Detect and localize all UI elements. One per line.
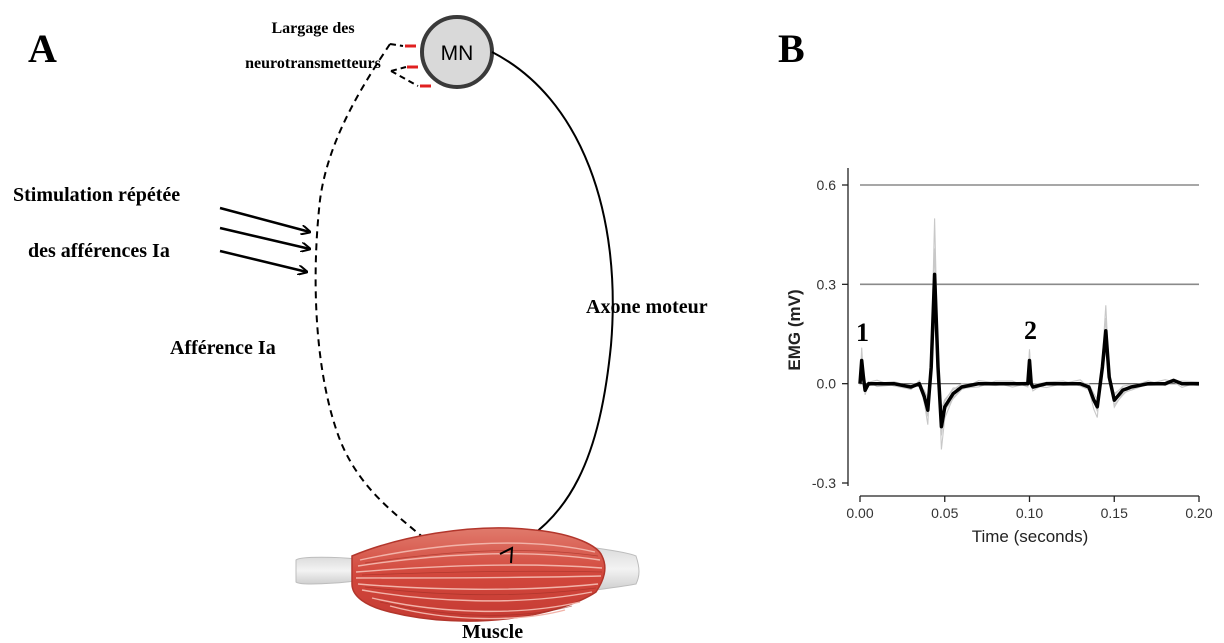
panel-a: A Largage des neurotransmetteurs MN St: [13, 15, 708, 643]
stim-arrow-icon: [219, 226, 310, 249]
x-tick-label: 0.00: [846, 505, 873, 521]
neuron-label: MN: [441, 42, 474, 65]
afferent-terminal: [389, 43, 419, 87]
neurotransmitter-marks: [405, 44, 431, 88]
panel-b: B 0.00 0.05 0.10 0.15 0.20 -0.3 0.0 0.3 0.6 Tim…: [778, 26, 1213, 546]
afferent-ia-fiber: [314, 43, 436, 549]
muscle-label: Muscle: [462, 621, 523, 643]
x-tick-label: 0.05: [931, 505, 958, 521]
stim-arrow-icon: [219, 249, 307, 272]
stim-label-line2: des afférences Ia: [28, 240, 170, 262]
y-tick-label: 0.0: [817, 376, 837, 392]
stim-label-line1: Stimulation répétée: [13, 184, 180, 206]
y-tick-label: 0.6: [817, 177, 837, 193]
emg-chart: 0.00 0.05 0.10 0.15 0.20 -0.3 0.0 0.3 0.6 Time …: [785, 168, 1213, 546]
panel-a-label: A: [28, 26, 57, 71]
annotation-1: 1: [856, 318, 869, 347]
stim-arrow-icon: [219, 206, 310, 232]
x-tick-label: 0.20: [1185, 505, 1212, 521]
x-ticks: 0.00 0.05 0.10 0.15 0.20: [846, 496, 1213, 521]
x-tick-label: 0.10: [1016, 505, 1043, 521]
emg-mean-trace: [858, 272, 1199, 429]
stimulation-arrows: [219, 206, 310, 272]
x-axis-label: Time (seconds): [972, 527, 1089, 546]
release-label-line1: Largage des: [271, 20, 354, 37]
release-label-line2: neurotransmetteurs: [245, 55, 381, 72]
muscle-illustration: [295, 527, 640, 622]
y-tick-label: 0.3: [817, 276, 837, 292]
annotation-2: 2: [1024, 316, 1037, 345]
motor-axon: [491, 51, 614, 555]
axon-label: Axone moteur: [586, 296, 708, 318]
y-axis-label: EMG (mV): [785, 289, 804, 370]
y-tick-label: -0.3: [812, 475, 836, 491]
motor-end-plate: [499, 546, 514, 564]
afferent-label: Afférence Ia: [170, 337, 276, 359]
panel-b-label: B: [778, 26, 805, 71]
x-tick-label: 0.15: [1101, 505, 1128, 521]
y-ticks: -0.3 0.0 0.3 0.6: [812, 177, 848, 491]
